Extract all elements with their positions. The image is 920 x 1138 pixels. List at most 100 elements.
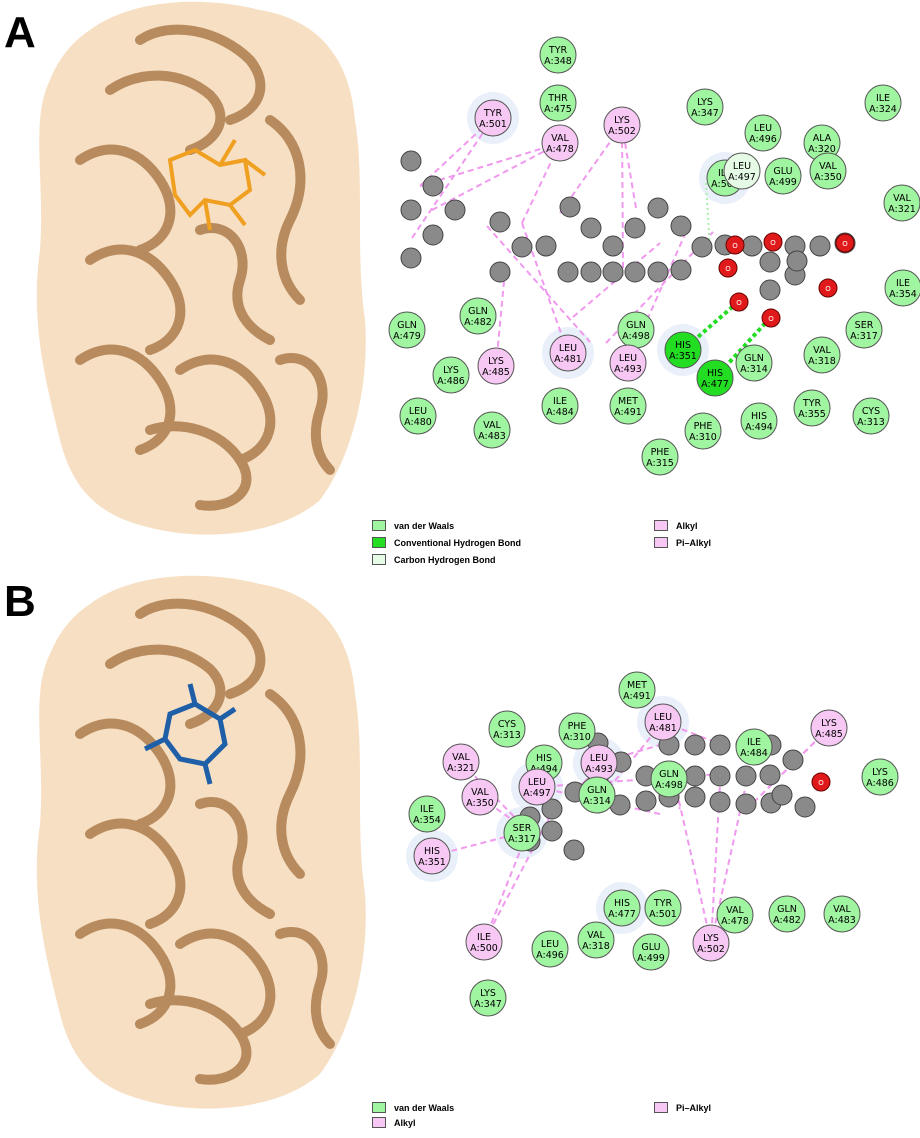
carbon-atom: [580, 217, 602, 239]
carbon-atom: [691, 236, 713, 258]
carbon-atom: [759, 279, 781, 301]
residue-name: LYS: [821, 718, 837, 729]
legend-item: van der Waals: [372, 520, 454, 531]
residue-circle: [735, 728, 773, 766]
residue-circle: [845, 311, 883, 349]
oxygen-atom: [761, 308, 781, 328]
carbon-atom: [602, 235, 624, 257]
residue-id: A:321: [447, 763, 475, 774]
legend-item: Pi–Alkyl: [654, 1102, 711, 1113]
residue-name: VAL: [726, 905, 744, 916]
residue-circle: [744, 114, 782, 152]
residue-circle: [477, 347, 515, 385]
residue-id: A:494: [530, 764, 558, 775]
residue-name: ILE: [553, 396, 567, 407]
residue-id: A:320: [808, 144, 836, 155]
residue-id: A:477: [701, 379, 729, 390]
residue-circle: [461, 778, 499, 816]
residue-name: TYR: [653, 898, 673, 909]
residue-id: A:347: [474, 999, 502, 1010]
interaction-line: [486, 225, 591, 343]
interaction-line: [673, 778, 712, 944]
residue-id: A:484: [546, 407, 574, 418]
residue-circle: [531, 930, 569, 968]
residue-circle: [810, 709, 848, 747]
residue-id: A:354: [413, 815, 441, 826]
residue-name: ILE: [896, 278, 910, 289]
residue-name: LYS: [488, 356, 504, 367]
residue-name: PHE: [694, 421, 713, 432]
residue-id: A:310: [689, 432, 717, 443]
residue-name: GLN: [397, 320, 417, 331]
residue-name: VAL: [893, 193, 911, 204]
interaction-line: [572, 242, 661, 318]
residue-id: A:499: [637, 953, 665, 964]
residue-name: HIS: [675, 340, 691, 351]
oxygen-label: O: [842, 240, 848, 248]
residue-id: A:313: [857, 417, 885, 428]
residue-circle: [474, 99, 512, 137]
residue-circle: [549, 334, 587, 372]
oxygen-atom: [818, 278, 838, 298]
residue-id: A:481: [649, 723, 677, 734]
residue-circle: [852, 397, 890, 435]
residue-circle: [740, 402, 778, 440]
residue-name: TYR: [483, 108, 503, 119]
legend-label: Conventional Hydrogen Bond: [394, 537, 521, 548]
residue-circle: [488, 710, 526, 748]
residue-name: LYS: [614, 115, 630, 126]
residue-circle: [793, 389, 831, 427]
residue-name: VAL: [833, 904, 851, 915]
residue-circle: [684, 412, 722, 450]
legend-item: Conventional Hydrogen Bond: [372, 537, 521, 548]
residue-name: GLN: [468, 306, 488, 317]
residue-id: A:347: [691, 108, 719, 119]
residue-name: ILE: [477, 932, 491, 943]
panel-label: A: [4, 8, 36, 57]
residue-id: A:491: [614, 407, 642, 418]
residue-id: A:484: [740, 748, 768, 759]
oxygen-label: O: [818, 779, 824, 787]
residue-circle: [884, 269, 920, 307]
carbon-atom: [709, 765, 731, 787]
residue-name: GLN: [626, 320, 646, 331]
residue-id: A:310: [563, 732, 591, 743]
oxygen-atom: [729, 292, 749, 312]
carbon-atom: [771, 784, 793, 806]
residue-name: MET: [618, 396, 638, 407]
carbon-atom: [400, 199, 422, 221]
legend-swatch: [654, 520, 668, 531]
residue-name: TYR: [548, 45, 568, 56]
residue-id: A:314: [583, 796, 611, 807]
residue-circle: [650, 760, 688, 798]
residue-circle: [518, 768, 556, 806]
residue-name: TYR: [802, 398, 822, 409]
residue-id: A:486: [866, 778, 894, 789]
legend-swatch: [372, 520, 386, 531]
residue-name: LYS: [872, 767, 888, 778]
